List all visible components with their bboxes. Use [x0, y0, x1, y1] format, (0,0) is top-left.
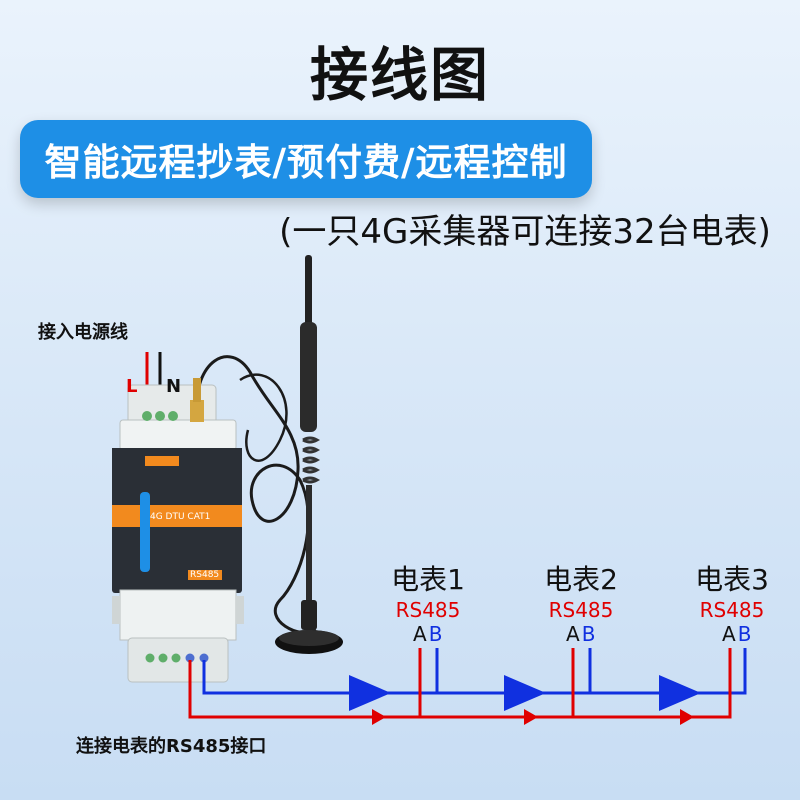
live-wire-label: L	[126, 376, 138, 397]
meter-1-name: 电表1	[391, 563, 465, 596]
power-input-label: 接入电源线	[38, 322, 128, 343]
bus-wire-a	[188, 648, 732, 719]
device-model-text: 4G DTU CAT1	[150, 512, 211, 522]
meter-2-b: B	[581, 622, 596, 646]
rs485-interface-label: 连接电表的RS485接口	[76, 736, 267, 757]
meter-3-name: 电表3	[695, 563, 769, 596]
page-title: 接线图	[309, 41, 490, 109]
capacity-note: (一只4G采集器可连接32台电表)	[279, 212, 771, 252]
antenna-body	[300, 322, 317, 432]
banner-text: 智能远程抄表/预付费/远程控制	[44, 141, 568, 184]
bus-wire-b	[202, 648, 747, 695]
neutral-wire-label: N	[166, 376, 182, 397]
dtu-device	[112, 378, 244, 683]
meter-1-b: B	[428, 622, 443, 646]
meter-2-bus: RS485	[548, 598, 614, 622]
meter-2-a: A	[566, 622, 580, 646]
meter-3-bus: RS485	[699, 598, 765, 622]
meter-1-a: A	[413, 622, 427, 646]
antenna-connector	[190, 400, 204, 422]
device-port-text: RS485	[190, 570, 220, 580]
meter-3-a: A	[722, 622, 736, 646]
feature-banner: 智能远程抄表/预付费/远程控制	[20, 120, 592, 198]
meter-1-bus: RS485	[395, 598, 461, 622]
meter-3-b: B	[737, 622, 752, 646]
meter-2-name: 电表2	[544, 563, 618, 596]
antenna-whip	[305, 255, 312, 325]
antenna-cable	[194, 355, 317, 635]
